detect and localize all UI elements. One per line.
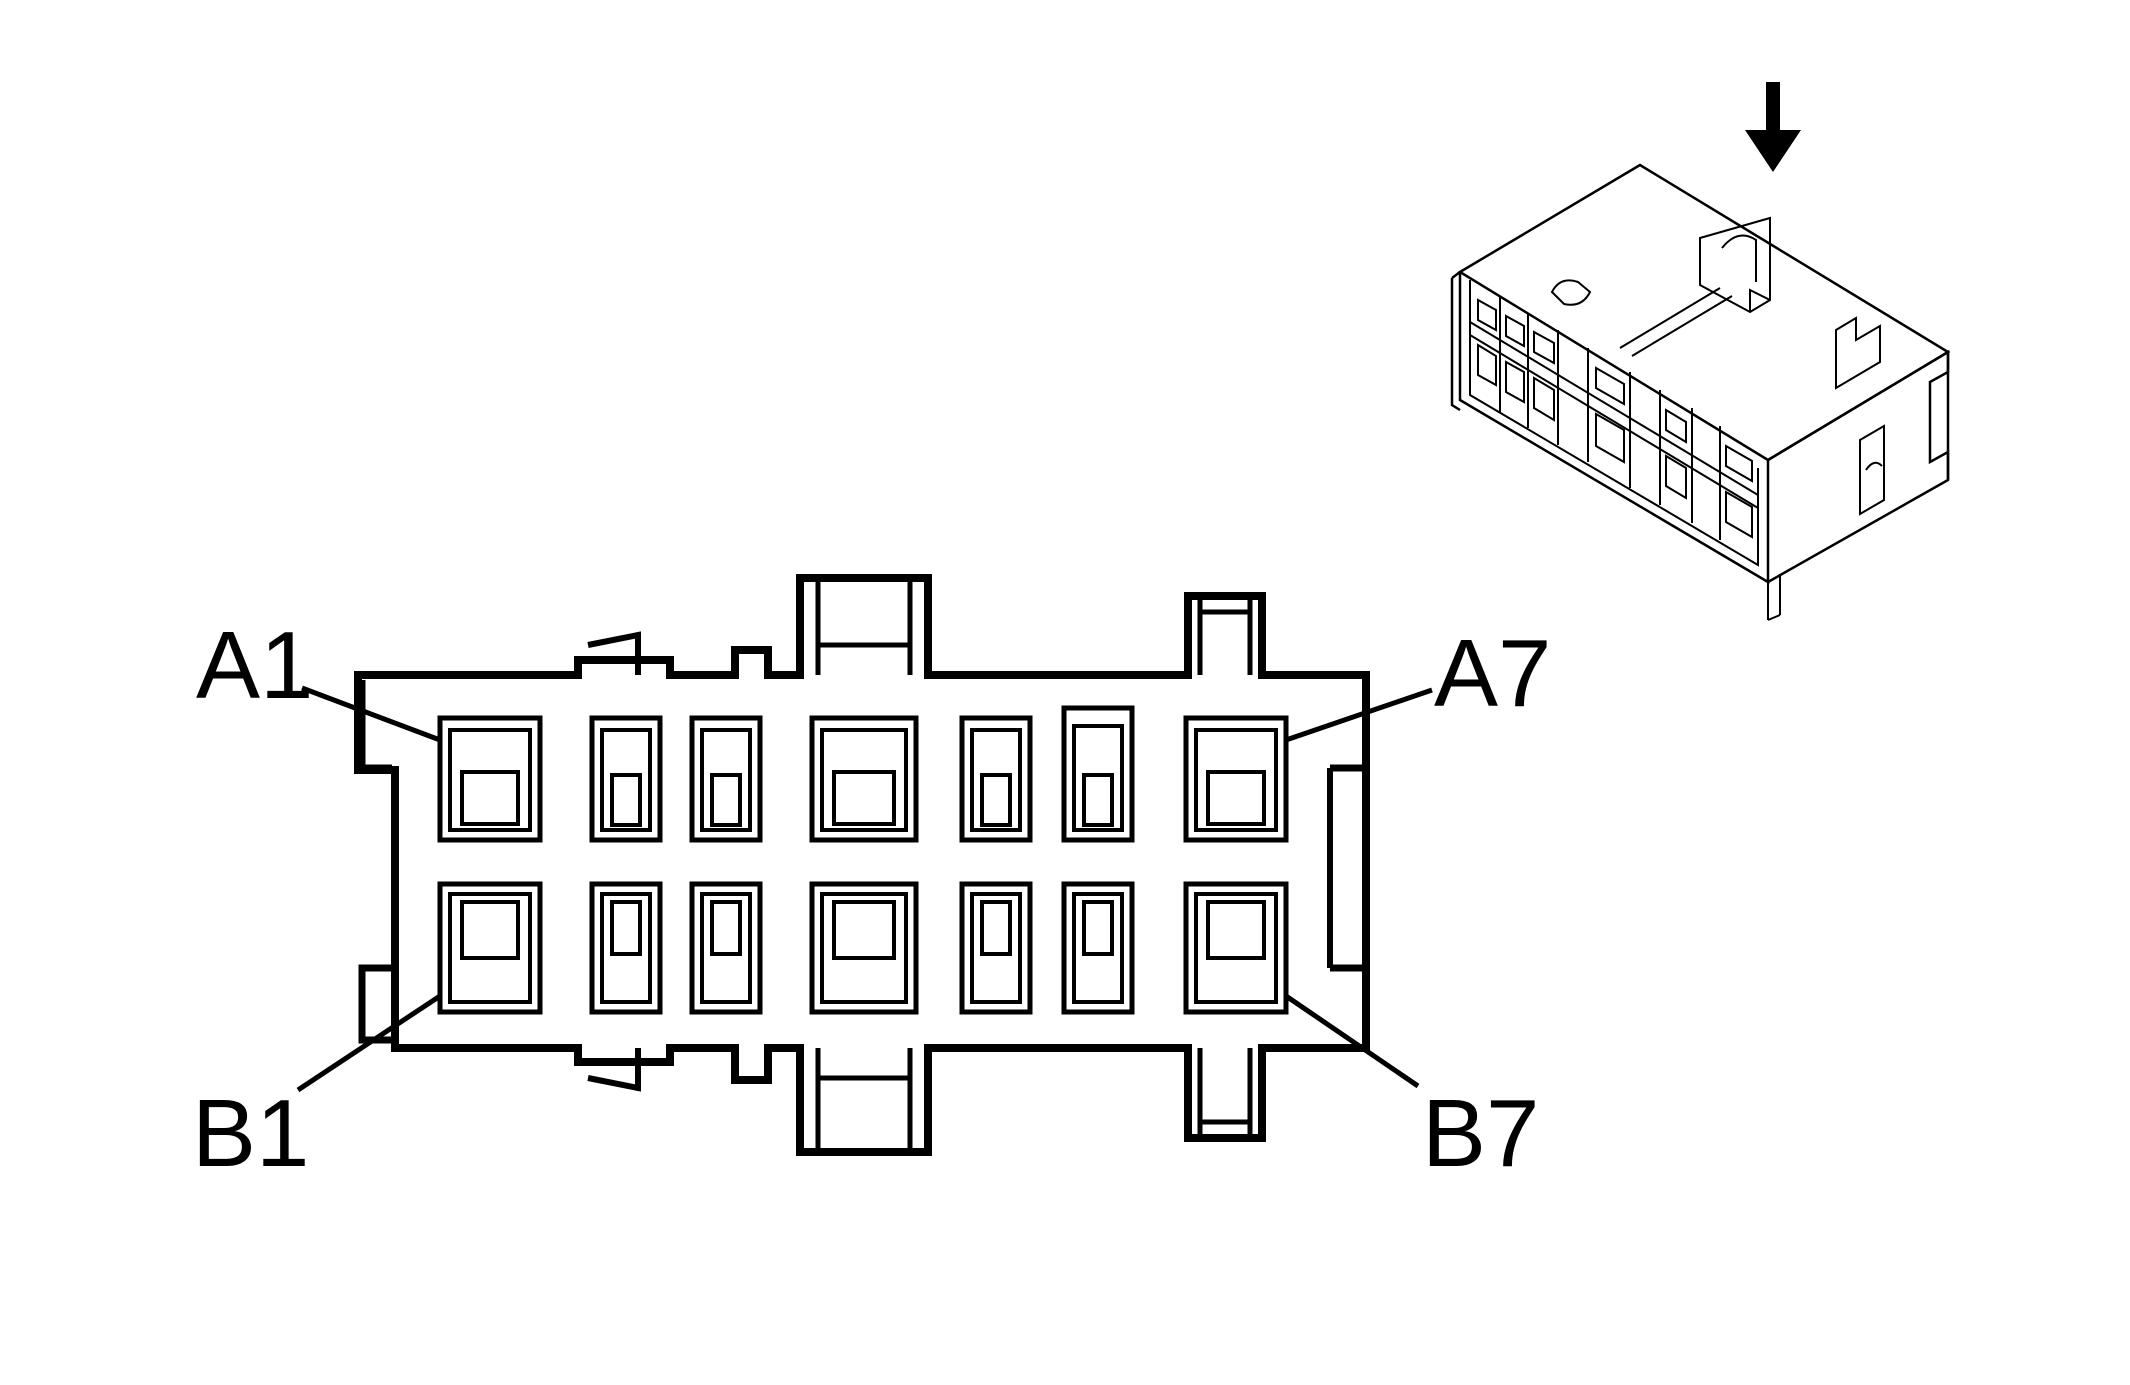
pin-label-b1: B1	[192, 1080, 309, 1187]
cavity-row-b	[437, 881, 1289, 1015]
cavity-a6	[1061, 705, 1135, 843]
cavity-b5	[959, 881, 1033, 1015]
top-left-ramp	[587, 631, 641, 675]
cavity-b3	[689, 881, 763, 1015]
right-latch-top	[1330, 690, 1370, 772]
connector-body-outline	[354, 574, 1370, 1156]
down-arrow-icon	[1745, 82, 1801, 172]
cavity-b1	[437, 881, 543, 1015]
bottom-center-tab-detail	[815, 1048, 913, 1152]
left-latch-top	[358, 680, 392, 772]
top-right-tab-detail	[1197, 596, 1253, 675]
leader-a1	[301, 685, 441, 743]
bottom-left-ramp	[587, 1048, 641, 1092]
pin-label-a1: A1	[196, 612, 313, 719]
cavity-b7	[1183, 881, 1289, 1015]
cavity-b2	[589, 881, 663, 1015]
cavity-a5	[959, 715, 1033, 843]
cavity-a1	[437, 715, 543, 843]
cavity-a7	[1183, 715, 1289, 843]
cavity-a2	[589, 715, 663, 843]
connector-isometric-icon	[1450, 82, 1951, 621]
cavity-b6	[1061, 881, 1135, 1015]
leader-a7	[1285, 687, 1433, 743]
leader-b1	[296, 993, 442, 1093]
cavity-a3	[689, 715, 763, 843]
top-center-tab-detail	[815, 578, 913, 675]
pin-label-b7: B7	[1422, 1080, 1539, 1187]
connector-front-view: A1 A7 B1 B7	[192, 574, 1551, 1187]
cavity-b4	[809, 881, 919, 1015]
cavity-a4	[809, 715, 919, 843]
leader-b7	[1284, 993, 1420, 1089]
left-latch-bottom	[358, 964, 395, 1044]
pin-label-a7: A7	[1434, 620, 1551, 727]
right-latch-bottom	[1330, 964, 1370, 1040]
bottom-right-tab-detail	[1197, 1048, 1253, 1138]
cavity-row-a	[437, 705, 1289, 843]
